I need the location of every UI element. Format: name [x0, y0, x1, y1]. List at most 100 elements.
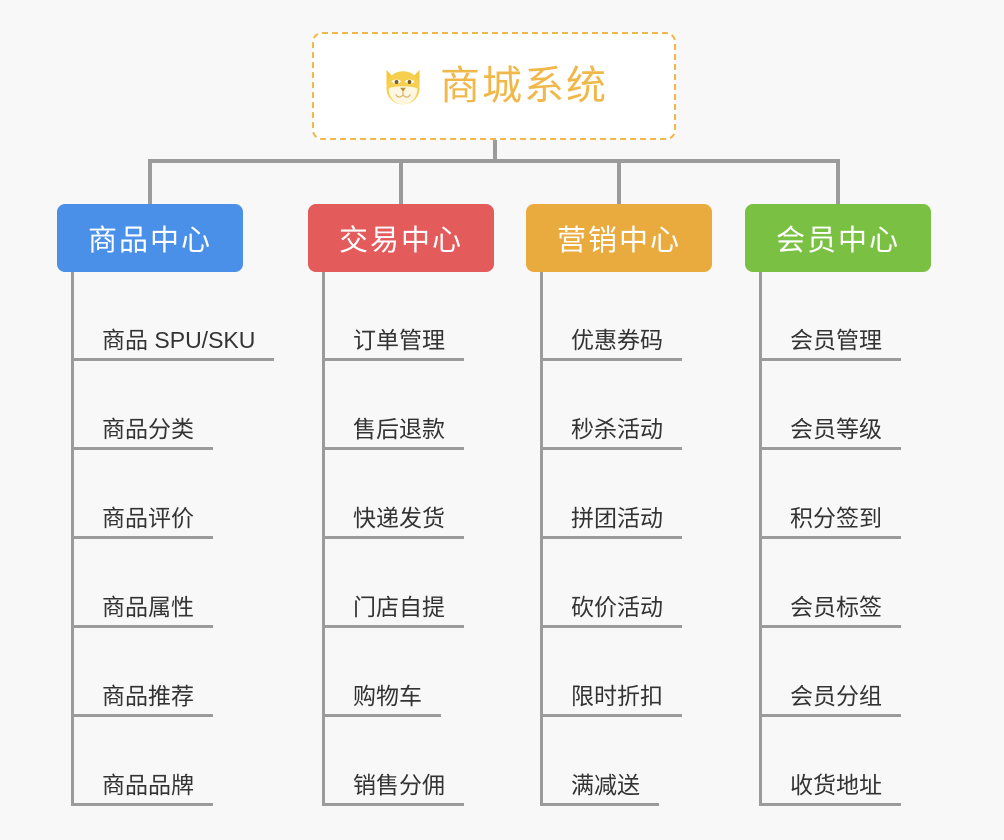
connector-drop-marketing-center	[617, 159, 621, 204]
leaf-item-label: 售后退款	[353, 416, 445, 442]
leaf-underline	[71, 803, 213, 806]
leaf-item-label: 商品 SPU/SKU	[102, 327, 256, 353]
leaf-underline	[540, 625, 682, 628]
leaf-underline	[759, 625, 901, 628]
leaf-item-label: 商品推荐	[102, 683, 194, 709]
leaf-item[interactable]: 商品分类	[57, 361, 243, 450]
branch-header-label: 会员中心	[775, 225, 900, 257]
branch-product-center: 商品中心商品 SPU/SKU 商品分类商品评价商品属性商品推荐商品品牌	[57, 204, 274, 806]
leaf-item-label: 会员管理	[790, 327, 882, 353]
leaf-item[interactable]: 优惠券码	[526, 272, 712, 361]
branch-header-trade-center[interactable]: 交易中心	[308, 204, 494, 272]
leaf-item[interactable]: 商品评价	[57, 450, 243, 539]
leaf-underline	[540, 536, 682, 539]
leaf-item-label: 满减送	[571, 772, 640, 798]
branch-spine	[759, 272, 762, 806]
leaf-item[interactable]: 积分签到	[745, 450, 931, 539]
leaf-item[interactable]: 商品 SPU/SKU	[57, 272, 274, 361]
branch-spine	[71, 272, 74, 806]
leaf-item[interactable]: 满减送	[526, 717, 712, 806]
leaf-item[interactable]: 会员分组	[745, 628, 931, 717]
leaf-item[interactable]: 秒杀活动	[526, 361, 712, 450]
connector-trunk	[493, 140, 497, 162]
leaf-item-label: 砍价活动	[571, 594, 663, 620]
branch-member-center: 会员中心会员管理会员等级积分签到会员标签会员分组收货地址	[745, 204, 931, 806]
connector-bar	[150, 159, 840, 163]
branch-header-product-center[interactable]: 商品中心	[57, 204, 243, 272]
leaf-underline	[71, 447, 213, 450]
leaf-underline	[759, 447, 901, 450]
branch-items-marketing-center: 优惠券码秒杀活动拼团活动砍价活动限时折扣满减送	[526, 272, 712, 806]
leaf-underline	[71, 714, 213, 717]
leaf-underline	[540, 803, 659, 806]
leaf-item-label: 优惠券码	[571, 327, 663, 353]
leaf-underline	[322, 803, 464, 806]
leaf-underline	[322, 536, 464, 539]
leaf-item-label: 快递发货	[353, 505, 445, 531]
leaf-underline	[322, 447, 464, 450]
leaf-underline	[759, 803, 901, 806]
leaf-underline	[759, 536, 901, 539]
branch-header-member-center[interactable]: 会员中心	[745, 204, 931, 272]
dog-face-icon	[380, 64, 426, 110]
leaf-item[interactable]: 商品品牌	[57, 717, 243, 806]
branch-trade-center: 交易中心订单管理售后退款快递发货门店自提购物车销售分佣	[308, 204, 494, 806]
leaf-underline	[71, 536, 213, 539]
leaf-item-label: 秒杀活动	[571, 416, 663, 442]
leaf-item-label: 会员标签	[790, 594, 882, 620]
leaf-item-label: 商品品牌	[102, 772, 194, 798]
leaf-item-label: 购物车	[353, 683, 422, 709]
leaf-item[interactable]: 购物车	[308, 628, 494, 717]
leaf-item-label: 销售分佣	[353, 772, 445, 798]
leaf-underline	[540, 447, 682, 450]
leaf-underline	[759, 358, 901, 361]
leaf-item[interactable]: 砍价活动	[526, 539, 712, 628]
leaf-item[interactable]: 门店自提	[308, 539, 494, 628]
leaf-item[interactable]: 销售分佣	[308, 717, 494, 806]
connector-drop-member-center	[836, 159, 840, 204]
branch-items-trade-center: 订单管理售后退款快递发货门店自提购物车销售分佣	[308, 272, 494, 806]
leaf-item[interactable]: 拼团活动	[526, 450, 712, 539]
leaf-item-label: 积分签到	[790, 505, 882, 531]
branch-items-product-center: 商品 SPU/SKU 商品分类商品评价商品属性商品推荐商品品牌	[57, 272, 274, 806]
leaf-item[interactable]: 商品推荐	[57, 628, 243, 717]
branch-header-label: 营销中心	[556, 225, 681, 257]
leaf-item-label: 限时折扣	[571, 683, 663, 709]
leaf-item[interactable]: 商品属性	[57, 539, 243, 628]
root-title: 商城系统	[440, 64, 608, 108]
leaf-item-label: 订单管理	[353, 327, 445, 353]
leaf-item-label: 门店自提	[353, 594, 445, 620]
leaf-item[interactable]: 会员管理	[745, 272, 931, 361]
leaf-item-label: 会员等级	[790, 416, 882, 442]
leaf-item-label: 会员分组	[790, 683, 882, 709]
branch-header-label: 交易中心	[338, 225, 463, 257]
branch-items-member-center: 会员管理会员等级积分签到会员标签会员分组收货地址	[745, 272, 931, 806]
leaf-item-label: 商品分类	[102, 416, 194, 442]
branch-header-marketing-center[interactable]: 营销中心	[526, 204, 712, 272]
leaf-underline	[322, 358, 464, 361]
leaf-item-label: 商品评价	[102, 505, 194, 531]
leaf-item[interactable]: 限时折扣	[526, 628, 712, 717]
leaf-underline	[540, 714, 682, 717]
leaf-item-label: 收货地址	[790, 772, 882, 798]
branch-marketing-center: 营销中心优惠券码秒杀活动拼团活动砍价活动限时折扣满减送	[526, 204, 712, 806]
leaf-item[interactable]: 订单管理	[308, 272, 494, 361]
leaf-item-label: 商品属性	[102, 594, 194, 620]
leaf-underline	[71, 625, 213, 628]
leaf-item[interactable]: 售后退款	[308, 361, 494, 450]
leaf-underline	[322, 714, 441, 717]
leaf-underline	[71, 358, 274, 361]
branch-spine	[322, 272, 325, 806]
leaf-underline	[759, 714, 901, 717]
connector-drop-trade-center	[399, 159, 403, 204]
leaf-item[interactable]: 快递发货	[308, 450, 494, 539]
branch-header-label: 商品中心	[87, 225, 212, 257]
branch-spine	[540, 272, 543, 806]
leaf-underline	[322, 625, 464, 628]
leaf-item[interactable]: 会员等级	[745, 361, 931, 450]
leaf-item[interactable]: 收货地址	[745, 717, 931, 806]
root-node[interactable]: 商城系统	[312, 32, 676, 140]
leaf-item[interactable]: 会员标签	[745, 539, 931, 628]
connector-drop-product-center	[148, 159, 152, 204]
